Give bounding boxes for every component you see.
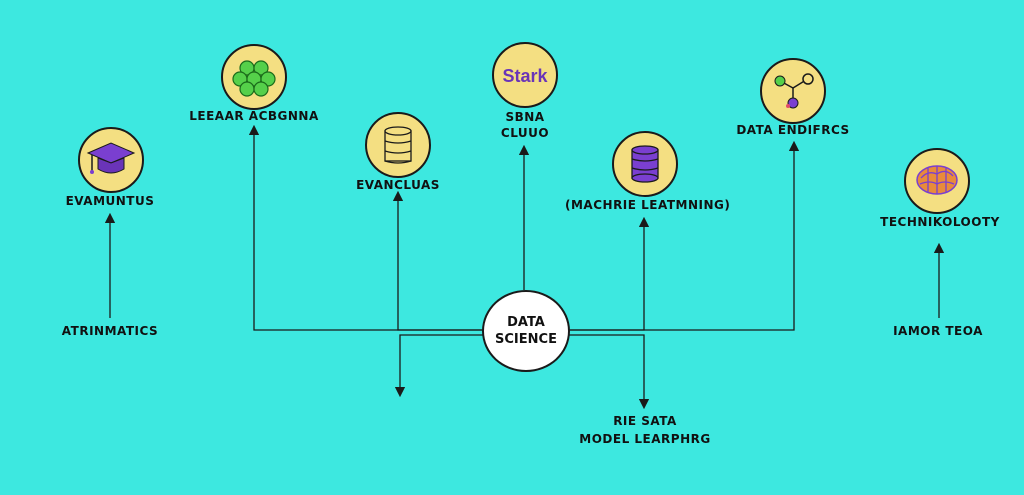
line-to-databases — [392, 190, 484, 331]
line-to-atdmnmanmetics — [394, 334, 484, 398]
data-ethics-label: DATA ENDIFRCS — [736, 123, 850, 137]
database-purple-icon — [631, 145, 659, 183]
spark-label-line1: SBNA — [505, 110, 545, 124]
technology-node[interactable] — [904, 148, 970, 214]
spark-label-line2: CLUUO — [500, 126, 550, 140]
databases-label: EVANCLUAS — [356, 178, 440, 192]
center-line2: SCIENCE — [495, 332, 557, 347]
line-to-data-ethics — [568, 140, 800, 331]
data-ethics-node[interactable] — [760, 58, 826, 124]
evaluation-label: EVAMUNTUS — [65, 194, 155, 208]
machine-learning-node[interactable] — [612, 131, 678, 197]
databases-node[interactable] — [365, 112, 431, 178]
machine-learning-label: (MACHRIE LEATMNING) — [565, 198, 731, 212]
line-to-machine-learning — [568, 216, 650, 331]
learning-node[interactable] — [221, 44, 287, 110]
model-learning-line1: RIE SATA — [613, 414, 677, 428]
database-icon — [384, 126, 412, 164]
evaluation-node[interactable] — [78, 127, 144, 193]
brain-icon — [916, 165, 958, 195]
model-learning-line2: MODEL LEARPHRG — [579, 432, 711, 446]
spark-logo-text: Stark — [502, 66, 548, 86]
atrinmatics-left-label: ATRINMATICS — [61, 324, 159, 338]
line-to-model-learning — [568, 334, 650, 410]
technology-label: TECHNIKOLOOTY — [880, 215, 1000, 229]
graduation-cap-icon — [86, 142, 136, 174]
learning-label: LEEAAR ACBGNNA — [189, 109, 319, 123]
green-cluster-icon — [232, 60, 276, 97]
data-science-center-node[interactable]: DATA SCIENCE — [482, 290, 570, 372]
iamor-teoa-label: IAMOR TEOA — [893, 324, 983, 338]
center-line1: DATA — [507, 315, 545, 330]
spark-logo-icon: Stark — [502, 66, 548, 86]
spark-node[interactable]: Stark — [492, 42, 558, 108]
molecule-icon — [774, 73, 814, 109]
